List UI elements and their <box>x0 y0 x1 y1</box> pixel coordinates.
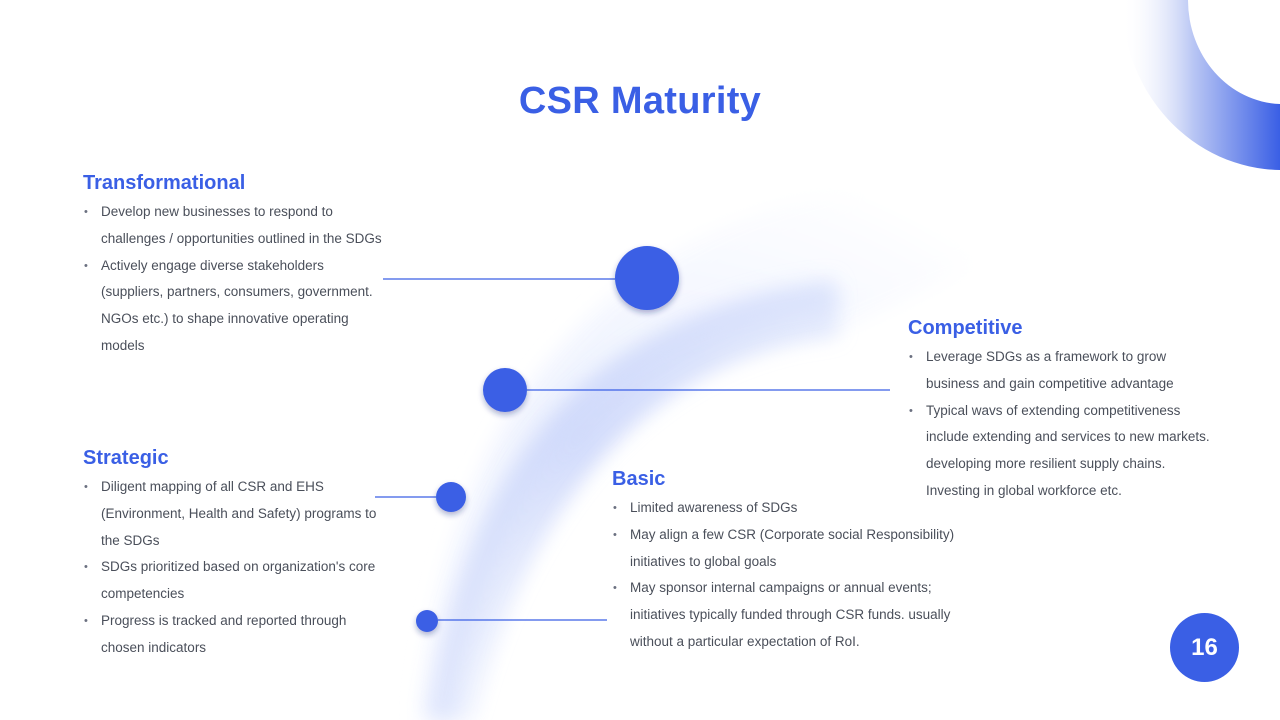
milestone-dot-basic <box>416 610 438 632</box>
stage-strategic: Strategic Diligent mapping of all CSR an… <box>83 447 383 662</box>
stage-competitive: Competitive Leverage SDGs as a framework… <box>908 317 1218 505</box>
stage-heading: Transformational <box>83 172 246 194</box>
bullet-item: Typical wavs of extending competitivenes… <box>908 398 1218 505</box>
stage-heading: Competitive <box>908 317 1023 339</box>
bullet-item: May align a few CSR (Corporate social Re… <box>612 522 972 576</box>
bullet-item: May sponsor internal campaigns or annual… <box>612 575 972 655</box>
stage-heading: Basic <box>612 468 666 490</box>
stage-heading: Strategic <box>83 447 169 469</box>
bullet-item: Actively engage diverse stakeholders (su… <box>83 253 388 360</box>
page-number-badge: 16 <box>1170 613 1239 682</box>
corner-ring-decoration <box>1121 0 1280 170</box>
bullet-item: Limited awareness of SDGs <box>612 495 972 522</box>
milestone-dot-competitive <box>483 368 527 412</box>
milestone-dot-transformational <box>615 246 679 310</box>
milestone-dot-strategic <box>436 482 466 512</box>
bullet-item: Diligent mapping of all CSR and EHS (Env… <box>83 474 383 554</box>
bullet-item: Progress is tracked and reported through… <box>83 608 383 662</box>
stage-basic: Basic Limited awareness of SDGs May alig… <box>612 468 972 656</box>
slide-title: CSR Maturity <box>518 80 762 122</box>
bullet-item: SDGs prioritized based on organization's… <box>83 554 383 608</box>
stage-transformational: Transformational Develop new businesses … <box>83 172 388 360</box>
curved-arrow-graphic <box>420 140 1018 720</box>
bullet-item: Leverage SDGs as a framework to grow bus… <box>908 344 1218 398</box>
bullet-item: Develop new businesses to respond to cha… <box>83 199 388 253</box>
